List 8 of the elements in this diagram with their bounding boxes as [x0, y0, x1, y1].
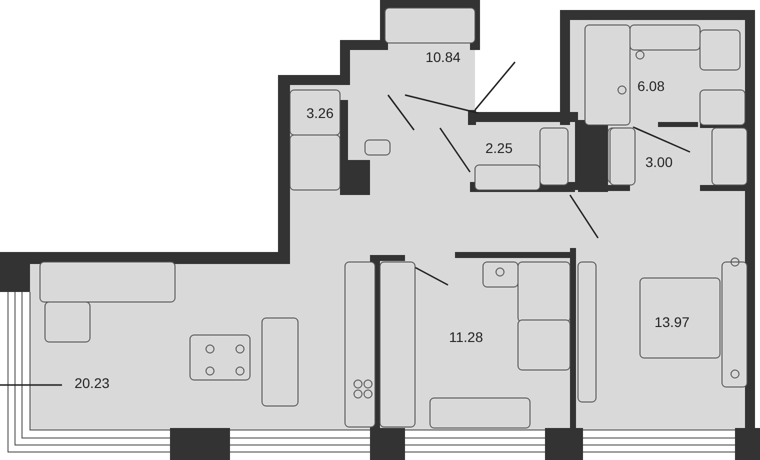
- room-area: 3.26: [306, 105, 334, 121]
- room-area: 3.00: [645, 154, 673, 170]
- room-area: 6.08: [637, 78, 665, 94]
- room-area: 13.97: [654, 314, 690, 330]
- room-area: 10.84: [425, 49, 461, 65]
- room-area: 2.25: [485, 140, 513, 156]
- room-area: 11.28: [449, 329, 483, 345]
- room-area: 20.23: [74, 375, 110, 391]
